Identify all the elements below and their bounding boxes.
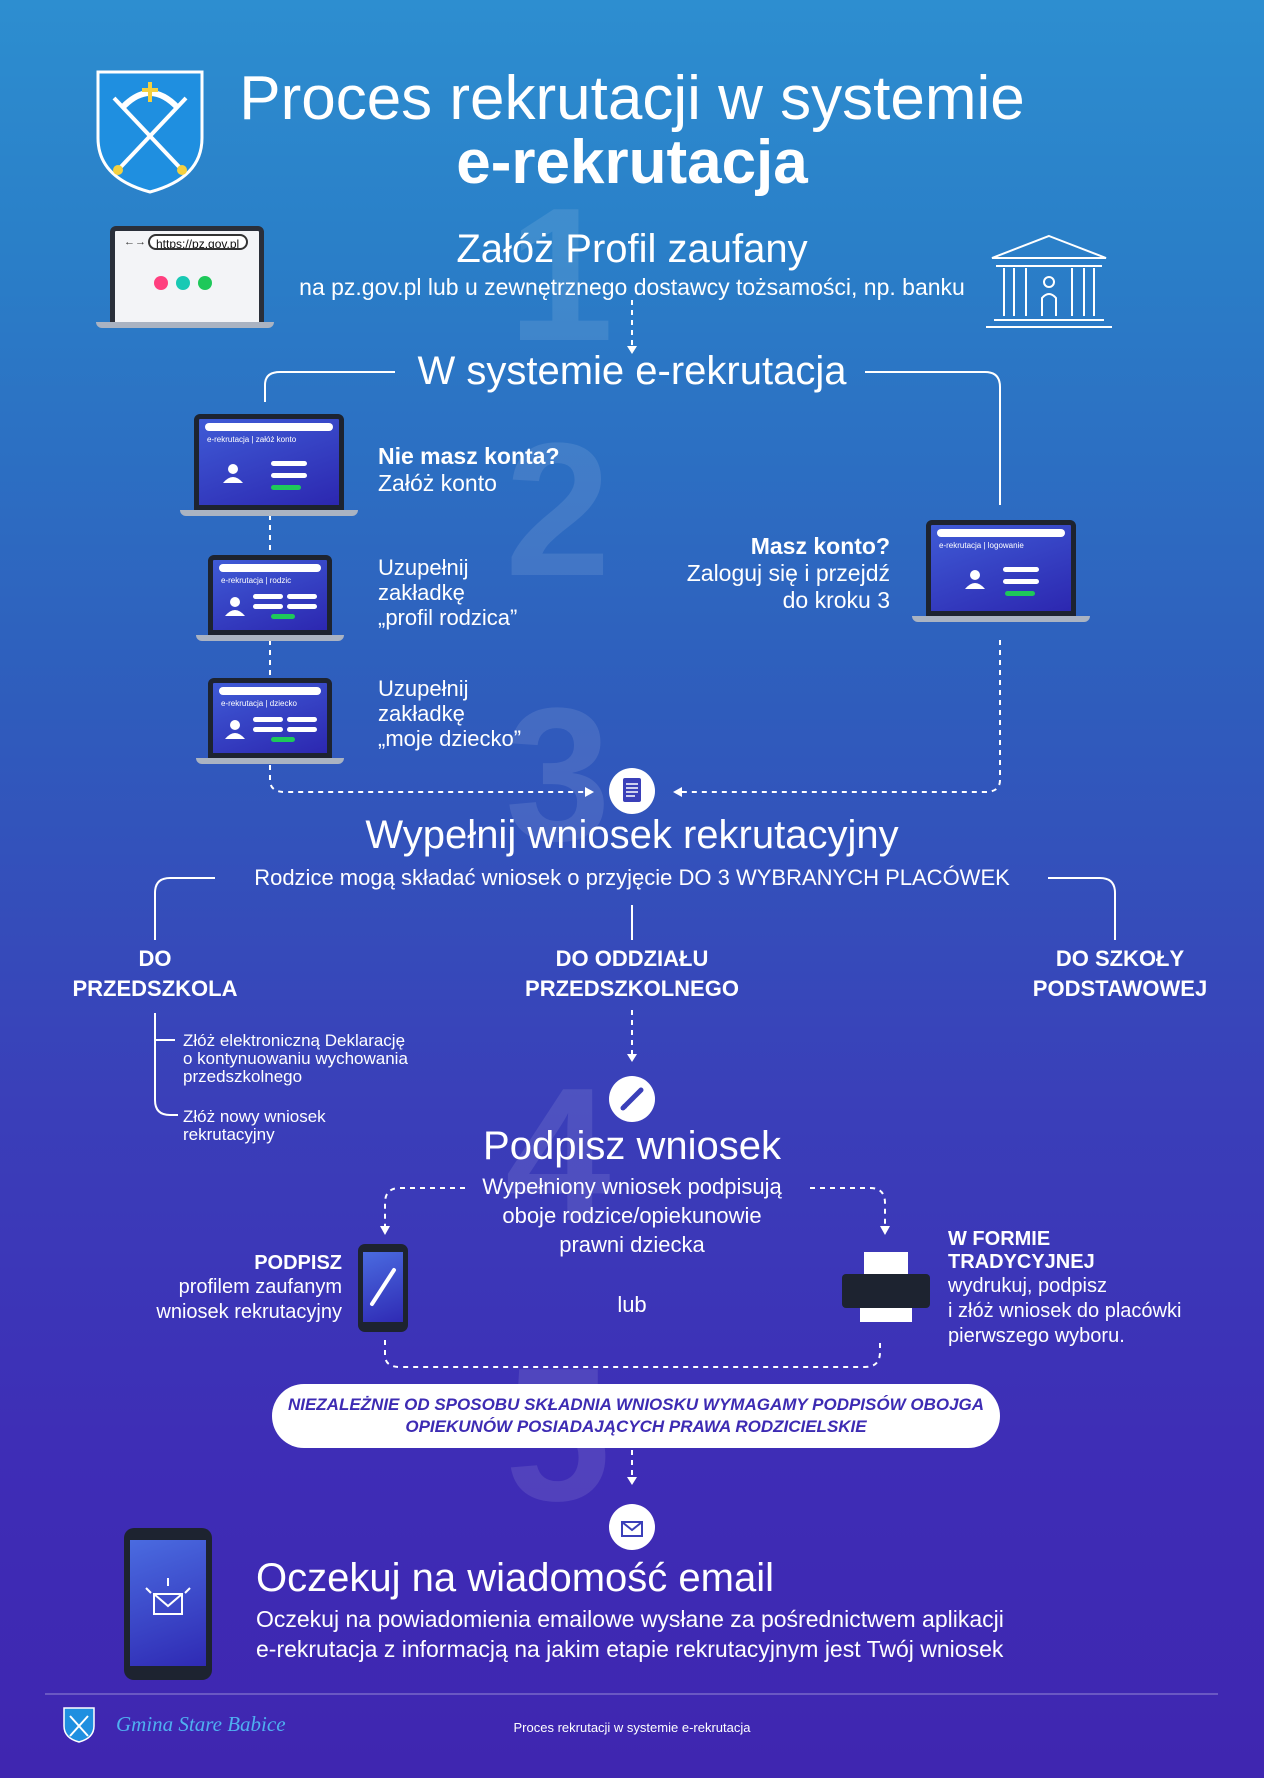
email-notification-icon (609, 1504, 655, 1550)
step3-title: Wypełnij wniosek rekrutacyjny (365, 813, 899, 857)
browser-laptop-illustration: ←→ https://pz.gov.pl (96, 222, 274, 332)
step3-subtitle: Rodzice mogą składać wniosek o przyjęcie… (254, 865, 1010, 890)
signature-requirement-notice: NIEZALEŻNIE OD SPOSOBU SKŁADNIA WNIOSKU … (272, 1384, 1000, 1448)
create-account-text: Załóż konto (378, 470, 497, 496)
dot-pink-icon (154, 276, 168, 290)
laptop-parent-profile-illustration: e-rekrutacja | rodzic (196, 555, 344, 643)
footer-brand: Gmina Stare Babice (116, 1712, 286, 1736)
step-number-3: 3 (505, 669, 611, 881)
have-account-heading: Masz konto? (750, 533, 890, 559)
step5-title: Oczekuj na wiadomość email (256, 1556, 774, 1600)
screen-register-label: e-rekrutacja | załóż konto (207, 435, 297, 444)
coat-of-arms-emblem (94, 68, 206, 196)
laptop-register-illustration: e-rekrutacja | załóż konto (180, 414, 358, 518)
step2-title: W systemie e-rekrutacja (417, 349, 847, 393)
sign-online-block: PODPISZ profilem zaufanym wniosek rekrut… (156, 1252, 342, 1323)
printer-icon (840, 1252, 932, 1332)
footer-emblem-icon (62, 1706, 96, 1744)
page-title-line1: Proces rekrutacji w systemie (239, 64, 1025, 133)
page-title-line2: e-rekrutacja (456, 128, 808, 197)
screen-parent-label: e-rekrutacja | rodzic (221, 576, 292, 585)
step1-subtitle: na pz.gov.pl lub u zewnętrznego dostawcy… (299, 274, 965, 300)
login-avatar-icon (965, 570, 985, 589)
screen-child-label: e-rekrutacja | dziecko (221, 699, 297, 708)
dot-teal-icon (176, 276, 190, 290)
url-field: https://pz.gov.pl (148, 234, 248, 250)
parent-avatar-icon (225, 597, 245, 616)
smartphone-sign-icon (358, 1244, 408, 1332)
pen-sign-icon (609, 1076, 655, 1122)
dot-green-icon (198, 276, 212, 290)
screen-login-label: e-rekrutacja | logowanie (939, 541, 1024, 550)
document-form-icon (609, 768, 655, 814)
sign-traditional-block: W FORMIE TRADYCYJNEJ wydrukuj, podpisz i… (948, 1228, 1182, 1347)
step-number-1: 1 (508, 169, 614, 381)
smartphone-email-illustration (124, 1528, 212, 1680)
step1-title: Załóż Profil zaufany (456, 227, 808, 271)
step-number-4: 4 (505, 1049, 611, 1261)
or-label: lub (617, 1292, 647, 1317)
step-number-2: 2 (505, 404, 611, 616)
laptop-child-illustration: e-rekrutacja | dziecko (196, 678, 344, 766)
laptop-login-illustration: e-rekrutacja | logowanie (912, 520, 1090, 624)
child-avatar-icon (225, 720, 245, 739)
step5-text: Oczekuj na powiadomienia emailowe wysłan… (256, 1606, 1004, 1662)
step4-title: Podpisz wniosek (483, 1124, 781, 1168)
user-avatar-icon (223, 464, 243, 483)
footer-caption: Proces rekrutacji w systemie e-rekrutacj… (513, 1720, 751, 1735)
no-account-heading: Nie masz konta? (378, 443, 560, 469)
bank-building-icon (982, 232, 1116, 332)
